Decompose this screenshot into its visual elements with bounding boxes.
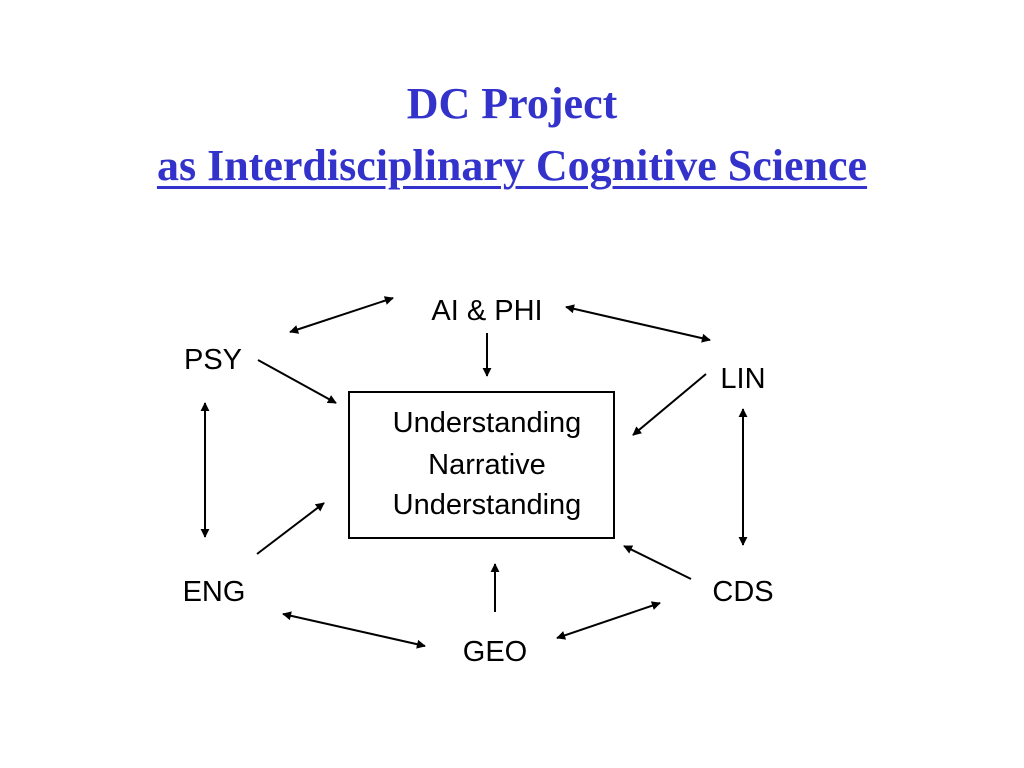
center-line-3: Understanding [393, 489, 582, 521]
arrow-geo-cds [556, 601, 661, 640]
arrow-ai-phi-lin [565, 304, 711, 343]
node-lin: LIN [720, 363, 765, 395]
arrow-eng-to-center [256, 502, 325, 555]
center-line-2: Narrative [428, 449, 546, 481]
node-ai-phi: AI & PHI [431, 295, 542, 327]
arrow-psy-ai-phi [289, 296, 394, 334]
node-psy: PSY [184, 344, 242, 376]
center-box [348, 391, 615, 539]
arrow-cds-to-center [623, 545, 692, 580]
title-line-2: as Interdisciplinary Cognitive Science [156, 141, 868, 190]
arrow-eng-geo [282, 611, 426, 649]
center-line-1: Understanding [393, 407, 582, 439]
node-eng: ENG [183, 576, 246, 608]
node-geo: GEO [463, 636, 527, 668]
node-cds: CDS [712, 576, 773, 608]
arrow-lin-to-center [632, 373, 707, 436]
arrow-psy-to-center [257, 359, 337, 404]
title-line-1: DC Project [406, 79, 618, 128]
